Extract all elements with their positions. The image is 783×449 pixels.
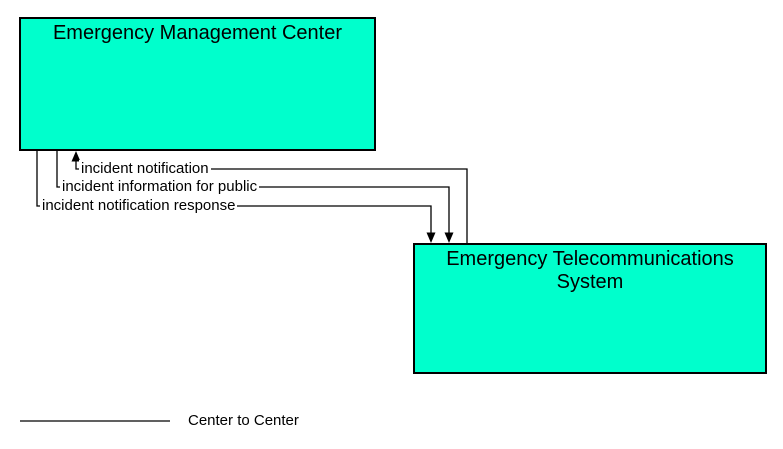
legend-label: Center to Center xyxy=(188,412,299,429)
flow-label-incident-information-for-public: incident information for public xyxy=(60,178,260,196)
arrowhead-down-icon xyxy=(426,232,436,243)
arrowhead-up-icon xyxy=(71,151,81,162)
node-emergency-telecommunications-system: Emergency Telecommunications System xyxy=(413,243,767,374)
flow-label-incident-notification: incident notification xyxy=(79,160,211,178)
arrowhead-down-icon xyxy=(444,232,454,243)
flow-line-incident-notification xyxy=(75,160,468,243)
node-emergency-management-center: Emergency Management Center xyxy=(19,17,376,151)
node-title: Emergency Management Center xyxy=(52,22,343,44)
flow-label-incident-notification-response: incident notification response xyxy=(40,197,238,215)
node-title: Emergency Telecommunications System xyxy=(446,248,734,293)
